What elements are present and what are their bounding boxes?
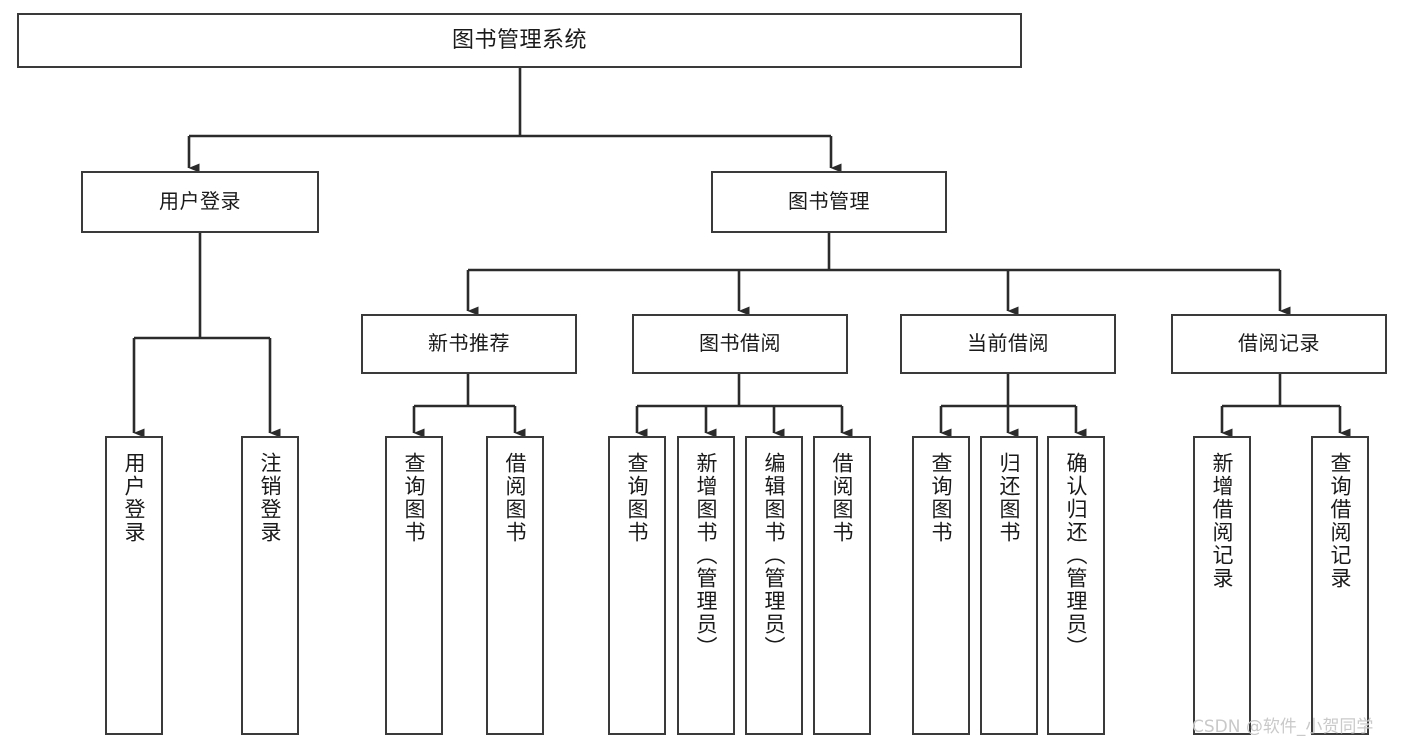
leaf-current-borrow-query-label: 查询图书 xyxy=(929,452,954,544)
leaf-book-borrow-edit-label: 编辑图书（管理员） xyxy=(762,452,787,659)
leaf-book-borrow-add[interactable]: 新增图书（管理员） xyxy=(677,436,735,735)
leaf-book-borrow-query-label: 查询图书 xyxy=(625,452,650,544)
node-user-login-label: 用户登录 xyxy=(159,189,241,214)
leaf-current-borrow-confirm-return-label: 确认归还（管理员） xyxy=(1064,452,1089,659)
node-book-borrow-label: 图书借阅 xyxy=(699,331,781,356)
node-user-login[interactable]: 用户登录 xyxy=(81,171,319,233)
node-current-borrow-label: 当前借阅 xyxy=(967,331,1049,356)
leaf-user-login-logout-label: 注销登录 xyxy=(258,452,283,544)
node-current-borrow[interactable]: 当前借阅 xyxy=(900,314,1116,374)
leaf-new-book-query-label: 查询图书 xyxy=(402,452,427,544)
leaf-borrow-record-query-label: 查询借阅记录 xyxy=(1328,452,1353,590)
leaf-book-borrow-query[interactable]: 查询图书 xyxy=(608,436,666,735)
node-borrow-record-label: 借阅记录 xyxy=(1238,331,1320,356)
leaf-current-borrow-confirm-return[interactable]: 确认归还（管理员） xyxy=(1047,436,1105,735)
leaf-new-book-borrow[interactable]: 借阅图书 xyxy=(486,436,544,735)
leaf-book-borrow-borrow-label: 借阅图书 xyxy=(830,452,855,544)
leaf-current-borrow-return[interactable]: 归还图书 xyxy=(980,436,1038,735)
leaf-borrow-record-add[interactable]: 新增借阅记录 xyxy=(1193,436,1251,735)
node-book-manage[interactable]: 图书管理 xyxy=(711,171,947,233)
leaf-current-borrow-return-label: 归还图书 xyxy=(997,452,1022,544)
node-book-manage-label: 图书管理 xyxy=(788,189,870,214)
leaf-borrow-record-add-label: 新增借阅记录 xyxy=(1210,452,1235,590)
node-borrow-record[interactable]: 借阅记录 xyxy=(1171,314,1387,374)
leaf-user-login-login[interactable]: 用户登录 xyxy=(105,436,163,735)
leaf-user-login-login-label: 用户登录 xyxy=(122,452,147,544)
node-root-label: 图书管理系统 xyxy=(451,27,587,53)
leaf-user-login-logout[interactable]: 注销登录 xyxy=(241,436,299,735)
leaf-borrow-record-query[interactable]: 查询借阅记录 xyxy=(1311,436,1369,735)
watermark-csdn: CSDN @软件_小贺同学 xyxy=(1192,717,1374,737)
leaf-current-borrow-query[interactable]: 查询图书 xyxy=(912,436,970,735)
node-new-book-recommend-label: 新书推荐 xyxy=(428,331,510,356)
node-root[interactable]: 图书管理系统 xyxy=(17,13,1022,68)
leaf-book-borrow-add-label: 新增图书（管理员） xyxy=(694,452,719,659)
node-new-book-recommend[interactable]: 新书推荐 xyxy=(361,314,577,374)
leaf-new-book-query[interactable]: 查询图书 xyxy=(385,436,443,735)
node-book-borrow[interactable]: 图书借阅 xyxy=(632,314,848,374)
leaf-book-borrow-borrow[interactable]: 借阅图书 xyxy=(813,436,871,735)
leaf-book-borrow-edit[interactable]: 编辑图书（管理员） xyxy=(745,436,803,735)
leaf-new-book-borrow-label: 借阅图书 xyxy=(503,452,528,544)
